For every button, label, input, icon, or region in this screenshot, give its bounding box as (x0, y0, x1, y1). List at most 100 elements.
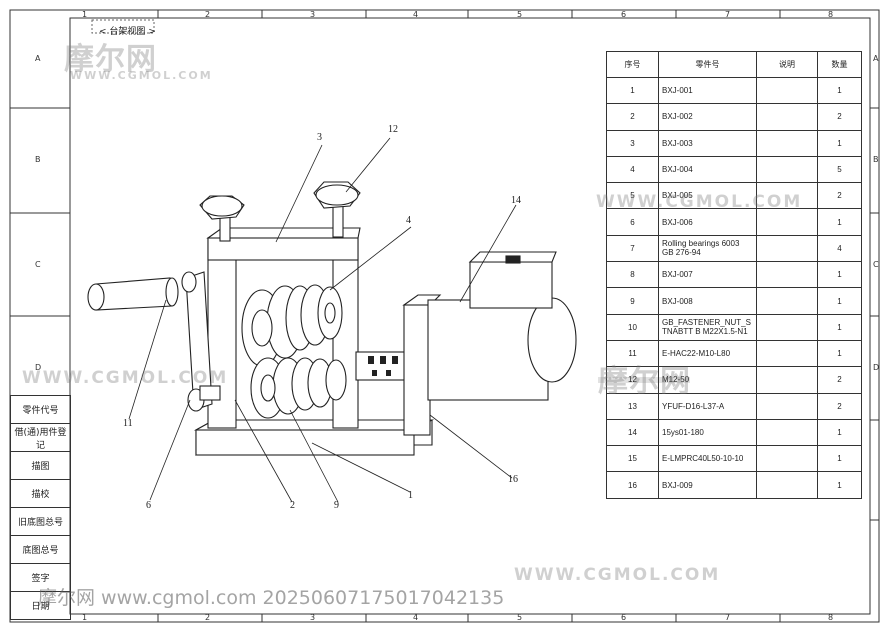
bom-no: 8 (606, 261, 659, 289)
column-label: 1 (82, 613, 88, 622)
column-label: 7 (725, 613, 731, 622)
bom-part: Rolling bearings 6003 GB 276-94 (658, 234, 757, 263)
column-label: 3 (310, 10, 316, 19)
bom-no: 2 (606, 103, 659, 131)
bom-desc (756, 155, 818, 184)
bom-no: 16 (606, 471, 659, 499)
bom-desc (756, 313, 818, 341)
bom-part: GB_FASTENER_NUT_STNABTT B M22X1.5-N1 (658, 313, 757, 341)
callout-label: 14 (511, 195, 521, 206)
bom-part: YFUF-D16-L37-A (658, 392, 757, 420)
revision-label: 旧底图总号 (10, 507, 71, 536)
column-label: 1 (82, 10, 88, 19)
bom-desc (756, 182, 818, 210)
bom-header-desc: 说明 (756, 51, 818, 78)
bom-part: 15ys01-180 (658, 418, 757, 447)
bom-desc (756, 471, 818, 499)
bom-part: E-LMPRC40L50-10-10 (658, 445, 757, 473)
bom-qty: 1 (817, 261, 862, 289)
revision-label: 签字 (10, 563, 71, 592)
bom-qty: 1 (817, 287, 862, 315)
bom-desc (756, 339, 818, 368)
bom-qty: 2 (817, 182, 862, 210)
callout-label: 11 (123, 418, 133, 429)
bom-part: BXJ-002 (658, 103, 757, 131)
revision-block: 零件代号 借(通)用件登记 描图 描校 旧底图总号 底图总号 签字 日期 (10, 395, 71, 620)
callout-label: 16 (508, 474, 518, 485)
revision-label: 借(通)用件登记 (10, 423, 71, 452)
bom-no: 4 (606, 155, 659, 184)
bom-no: 6 (606, 208, 659, 236)
bom-part: M12-50 (658, 366, 757, 394)
bom-header-qty: 数量 (817, 51, 862, 78)
bom-qty: 1 (817, 445, 862, 473)
callout-label: 3 (317, 132, 322, 143)
callout-label: 12 (388, 124, 398, 135)
row-label: B (873, 155, 879, 164)
callout-label: 2 (290, 500, 295, 511)
bom-no: 14 (606, 418, 659, 447)
bom-no: 9 (606, 287, 659, 315)
bom-qty: 2 (817, 103, 862, 131)
bom-desc (756, 445, 818, 473)
bom-no: 3 (606, 129, 659, 157)
bom-no: 15 (606, 445, 659, 473)
view-tag: < 台架视图 > (99, 27, 156, 37)
row-label: C (873, 260, 879, 269)
bom-part: BXJ-003 (658, 129, 757, 157)
bom-qty: 2 (817, 392, 862, 420)
revision-label: 零件代号 (10, 395, 71, 424)
bom-desc (756, 208, 818, 236)
row-label: D (35, 363, 42, 372)
bom-desc (756, 287, 818, 315)
bom-desc (756, 261, 818, 289)
bom-part: BXJ-005 (658, 182, 757, 210)
footer-watermark: 摩尔网 www.cgmol.com 20250607175017042135 (38, 587, 505, 609)
bom-desc (756, 103, 818, 131)
bom-header-part: 零件号 (658, 51, 757, 78)
callout-label: 1 (408, 490, 413, 501)
bom-no: 13 (606, 392, 659, 420)
bom-qty: 2 (817, 366, 862, 394)
revision-label: 描图 (10, 451, 71, 480)
bom-qty: 1 (817, 208, 862, 236)
bom-part: BXJ-004 (658, 155, 757, 184)
column-label: 3 (310, 613, 316, 622)
callout-label: 9 (334, 500, 339, 511)
bom-desc (756, 418, 818, 447)
bom-desc (756, 76, 818, 105)
bom-qty: 1 (817, 339, 862, 368)
callout-label: 4 (406, 215, 411, 226)
bom-qty: 5 (817, 155, 862, 184)
column-label: 2 (205, 10, 211, 19)
bom-qty: 1 (817, 418, 862, 447)
column-label: 4 (413, 10, 419, 19)
revision-label: 描校 (10, 479, 71, 508)
bom-part: BXJ-001 (658, 76, 757, 105)
column-label: 6 (621, 613, 627, 622)
bom-desc (756, 392, 818, 420)
bom-part: E-HAC22-M10-L80 (658, 339, 757, 368)
bom-desc (756, 234, 818, 263)
bom-qty: 1 (817, 76, 862, 105)
bom-qty: 4 (817, 234, 862, 263)
bom-part: BXJ-008 (658, 287, 757, 315)
revision-label: 底图总号 (10, 535, 71, 564)
bom-no: 11 (606, 339, 659, 368)
bom-qty: 1 (817, 471, 862, 499)
row-label: D (873, 363, 880, 372)
bom-part: BXJ-007 (658, 261, 757, 289)
